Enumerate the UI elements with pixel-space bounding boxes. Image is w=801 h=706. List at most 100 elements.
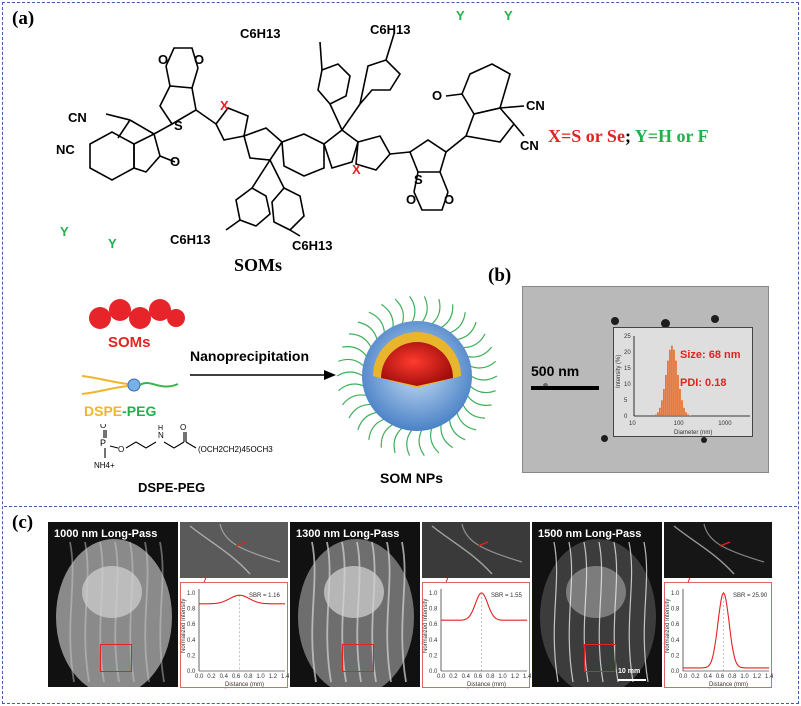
zoomed-vessel-drawing [422, 522, 530, 578]
plot-ytick-label: 0.4 [187, 638, 196, 644]
intensity-curve [683, 591, 769, 669]
imaging-scale-bar [618, 679, 646, 681]
dioxy-o-left-2: O [194, 52, 204, 67]
peg-strand [348, 333, 372, 348]
vessel-line [356, 541, 362, 683]
dls-bar [683, 407, 685, 416]
dspe-peg-label: DSPE-PEG [84, 403, 156, 419]
filter-label: 1000 nm Long-Pass [54, 528, 158, 540]
peg-strand [440, 424, 453, 449]
tem-scale-bar [531, 386, 599, 390]
peg-strand [467, 346, 493, 358]
peg-strand [368, 311, 386, 333]
dls-xlabel: Diameter (nm) [674, 430, 712, 436]
plot-ytick-label: 0.8 [429, 607, 438, 613]
panel-label-c: (c) [12, 512, 34, 533]
plot-xtick-label: 0.4 [462, 674, 471, 680]
plot-ytick-label: 0.6 [187, 622, 196, 628]
zoom-vessel [431, 525, 493, 575]
dspe-counter-ion: NH4+ [94, 461, 115, 470]
thiophene-s-right: S [414, 172, 423, 187]
plot-ytick-label: 0.2 [429, 653, 438, 659]
dls-bar [675, 360, 677, 416]
thiophene-s-left: S [174, 118, 183, 133]
plot-xtick-label: 1.4 [523, 674, 531, 680]
zoomed-vessel-image [422, 522, 530, 578]
intensity-curve [199, 594, 285, 605]
sbr-label: SBR = 1.16 [249, 593, 281, 599]
plot-ytick-label: 0.6 [671, 622, 680, 628]
plot-xlabel: Distance (mm) [225, 682, 264, 688]
plot-ytick-label: 0.4 [671, 638, 680, 644]
cyano-label-2: NC [56, 142, 75, 157]
sbr-label: SBR = 25.90 [733, 593, 768, 599]
vessel-line [84, 541, 90, 683]
plot-xtick-label: 0.8 [486, 674, 495, 680]
dls-bar [661, 400, 663, 416]
dspe-p-atom: P [100, 438, 106, 448]
vessel-line [114, 541, 120, 683]
plot-xtick-label: 0.6 [474, 674, 483, 680]
vessel-line [583, 541, 589, 683]
peg-strand [448, 419, 466, 441]
filter-label: 1500 nm Long-Pass [538, 528, 642, 540]
peg-strand [456, 412, 477, 431]
region-of-interest-box [100, 644, 132, 672]
zoom-vessel [189, 525, 251, 575]
soms-label: SOMs [108, 334, 151, 351]
vessel-line [553, 541, 559, 683]
zoomed-vessel-drawing [180, 522, 288, 578]
plot-xlabel: Distance (mm) [467, 682, 506, 688]
dioxy-o-left-1: O [158, 52, 168, 67]
som-nanoparticle-illustration [336, 295, 498, 457]
dls-bar [659, 407, 661, 416]
legend-y: Y=H or F [634, 126, 709, 146]
filter-label: 1300 nm Long-Pass [296, 528, 400, 540]
dls-size-label: Size: 68 nm [680, 349, 741, 361]
x-atom-left: X [220, 98, 229, 113]
peg-strand [342, 346, 368, 357]
plot-ylabel: Normalized Intensity [665, 599, 671, 653]
peg-strand [381, 303, 394, 328]
plot-xtick-label: 0.2 [691, 674, 700, 680]
plot-ytick-label: 0.4 [429, 638, 438, 644]
plot-ytick-label: 1.0 [671, 591, 680, 597]
plot-ytick-label: 0.0 [187, 669, 196, 675]
peg-strand [449, 312, 466, 334]
dls-ytick-label: 5 [624, 398, 628, 404]
dspe-peg-structure-caption: DSPE-PEG [138, 480, 206, 495]
tem-particle [601, 435, 608, 442]
plot-ylabel: Normalized Intensity [423, 599, 429, 653]
peg-strand [418, 429, 425, 457]
dls-ytick-label: 15 [624, 366, 631, 372]
y-atom-left-2: Y [108, 236, 117, 251]
vessel-line [341, 541, 347, 683]
dls-ylabel: Intensity (%) [616, 355, 622, 388]
hexyl-label-3: C6H13 [170, 232, 210, 247]
profile-line-marker [719, 541, 731, 547]
vessel-line [643, 541, 649, 683]
molecule-caption: SOMs [234, 255, 283, 275]
y-atom-right-1: Y [456, 8, 465, 23]
dls-pdi-label: PDI: 0.18 [680, 377, 726, 389]
legend-sep: ; [624, 126, 635, 146]
dspe-peg-structure: O P O N H O (OCH2CH2)45OCH3 NH4+ [94, 424, 273, 470]
plot-xtick-label: 0.4 [704, 674, 713, 680]
plot-xtick-label: 0.2 [449, 674, 458, 680]
nir-mouse-body [298, 539, 414, 687]
imaging-scale-label: 10 mm [618, 668, 641, 675]
plot-ytick-label: 0.0 [429, 669, 438, 675]
vessel-line [386, 541, 392, 683]
dls-bar [655, 414, 657, 416]
dls-bar [677, 374, 679, 416]
peg-strand [338, 358, 365, 367]
dioxy-o-right-2: O [444, 192, 454, 207]
peg-strand [341, 394, 367, 406]
legend-x: X=S or Se [548, 126, 625, 146]
dls-bar [689, 415, 691, 416]
hexyl-label-4: C6H13 [292, 238, 332, 253]
profile-line-marker [477, 541, 489, 547]
substituent-legend: X=S or Se; Y=H or F [548, 126, 709, 147]
